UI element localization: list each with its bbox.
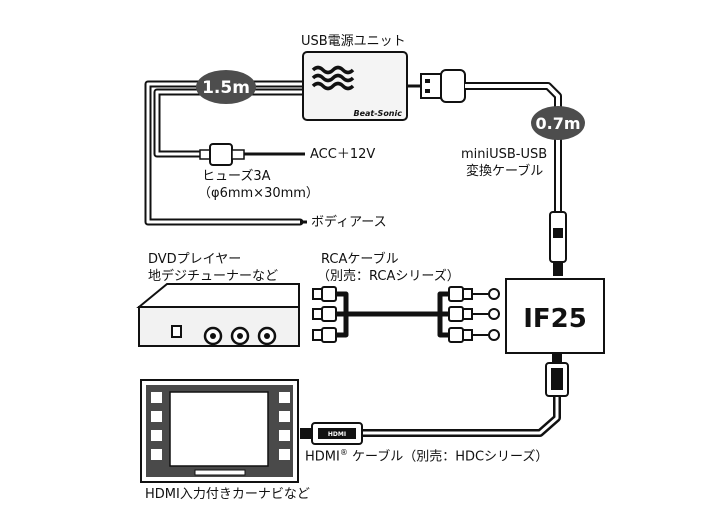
rca-plugs-left [312,286,337,343]
car-navigation [140,379,299,483]
hdmi-cable-label-post: ケーブル（別売：HDCシリーズ） [347,449,549,465]
brand-logo: Beat-Sonic [353,109,402,118]
rca-plugs-right [448,286,500,343]
rca-cable [336,291,449,338]
miniusb-cable [465,82,562,212]
if25-unit: IF25 [505,278,605,354]
length-badge-1-5m: 1.5m [196,70,256,104]
hdmi-cable [362,396,561,437]
nav-label: HDMI入力付きカーナビなど [145,487,310,502]
miniusb-label: miniUSB-USB [461,147,548,162]
usb-power-unit: Beat-Sonic [302,51,408,121]
fuse-label: ヒューズ3A [202,169,271,184]
hdmi-cable-label: HDMI® ケーブル（別売：HDCシリーズ） [305,444,548,465]
hdmi-cable-label-pre: HDMI [305,449,340,465]
dvd-player [136,283,300,347]
registered-mark: ® [339,448,348,457]
length-label-1-5m: 1.5m [202,78,250,98]
usb-unit-label: USB電源ユニット [301,34,406,49]
hdmi-plug-if25 [545,353,569,397]
rca-series-label: （別売：RCAシリーズ） [317,269,460,284]
fuse-holder [199,143,305,166]
hdmi-plug-label: HDMI [328,431,346,438]
dvd-tuner-label: 地デジチューナーなど [148,269,279,284]
rca-label: RCAケーブル [321,252,399,267]
length-badge-0-7m: 0.7m [531,106,585,140]
miniusb-plug [549,211,567,276]
fuse-size-label: （φ6mm×30mm） [198,186,319,201]
hdmi-plug-nav: HDMI [300,422,363,445]
dvd-label: DVDプレイヤー [148,252,242,267]
acc-label: ACC＋12V [310,147,376,162]
length-label-0-7m: 0.7m [535,114,580,133]
if25-label: IF25 [523,304,587,334]
miniusb-cable-label: 変換ケーブル [466,164,544,179]
usb-a-plug [407,69,466,103]
ground-label: ボディアース [311,215,387,230]
